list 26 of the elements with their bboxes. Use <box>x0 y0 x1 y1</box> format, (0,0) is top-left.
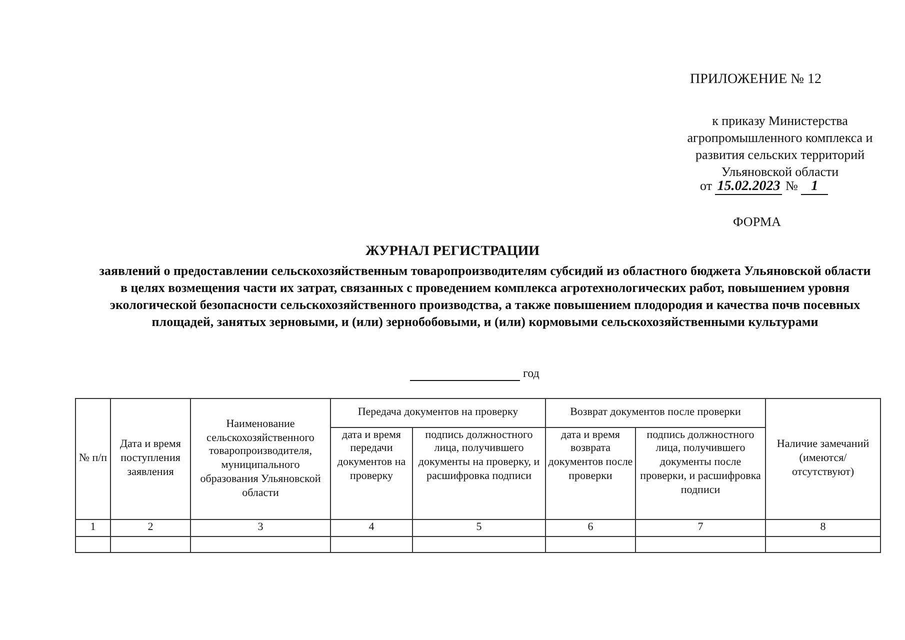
group-header-cell: Передача документов на проверку <box>330 398 546 428</box>
column-header-cell: Наименование сельскохозяйственного товаропроизводителя, муниципального образования Ульяновской области <box>190 398 330 520</box>
handwritten-date: 15.02.2023 <box>715 179 782 195</box>
group-header-cell: Возврат документов после проверки <box>546 398 766 428</box>
form-label: ФОРМА <box>733 214 781 230</box>
column-number-cell: 8 <box>766 520 880 536</box>
column-header-cell: Наличие замечаний (имеются/ отсутствуют) <box>766 398 880 520</box>
year-label: год <box>522 366 540 380</box>
column-header-cell: подпись должностного лица, получившего документы на проверку, и расшифровка подписи <box>412 427 546 520</box>
column-number-cell: 3 <box>190 520 330 536</box>
column-header-cell: дата и время возврата документов после проверки <box>546 427 636 520</box>
journal-subtitle: заявлений о предоставлении сельскохозяйственным товаропроизводителям субсидий из областного бюджета Ульяновской области в целях возмещения части их затрат, связанных с проведением комплекса агротехнологических работ, повышением уровня экологической безопасности сельскохозяйственного производства, а также повышением плодородия и качества почв посевных площадей, занятых зерновыми, и (или) зернобобовыми, и (или) кормовыми сельскохозяйственными культурами <box>98 262 872 330</box>
appendix-heading: ПРИЛОЖЕНИЕ № 12 <box>690 72 822 88</box>
order-number-sign: № <box>784 178 799 193</box>
column-header-cell: Дата и время поступления заявления <box>110 398 190 520</box>
column-number-cell: 1 <box>76 520 110 536</box>
column-header-cell: № п/п <box>76 398 110 520</box>
column-number-cell: 4 <box>330 520 412 536</box>
column-number-cell: 7 <box>636 520 766 536</box>
handwritten-number: 1 <box>801 179 828 195</box>
column-header-cell: дата и время передачи документов на проверку <box>330 427 412 520</box>
journal-title: ЖУРНАЛ РЕГИСТРАЦИИ <box>364 244 541 260</box>
column-number-cell: 5 <box>412 520 546 536</box>
column-number-cell: 6 <box>546 520 636 536</box>
column-number-cell: 2 <box>110 520 190 536</box>
order-date-prefix: от <box>700 178 714 193</box>
